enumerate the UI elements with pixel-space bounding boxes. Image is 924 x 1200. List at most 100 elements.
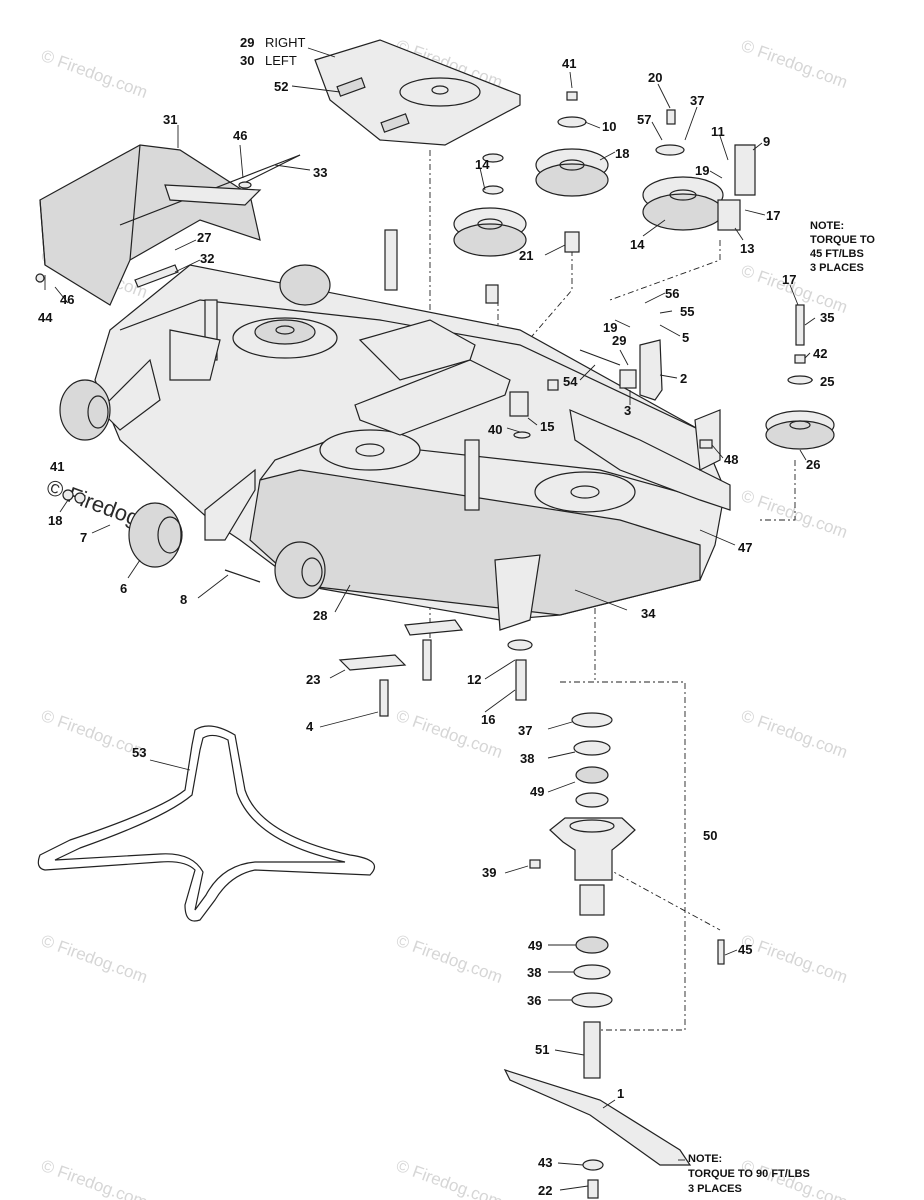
spindle-torque-note-line: 3 PLACES — [810, 262, 864, 274]
washer — [482, 153, 504, 163]
watermark: © Firedog.com — [394, 1156, 505, 1200]
watermark: © Firedog.com — [39, 1156, 150, 1200]
callout-20: 20 — [648, 70, 662, 85]
callout-26: 26 — [806, 457, 820, 472]
callout-23: 23 — [306, 672, 320, 687]
nut — [547, 379, 559, 391]
washer — [482, 185, 504, 195]
callout-6: 6 — [120, 581, 127, 596]
callout-28: 28 — [313, 608, 327, 623]
leader-lines — [44, 47, 816, 1191]
blade-torque-note-line: NOTE: — [688, 1153, 722, 1165]
washer — [557, 116, 587, 128]
height-adjust-post — [384, 229, 398, 291]
callout-41: 41 — [562, 56, 576, 71]
callout-17: 17 — [766, 208, 780, 223]
spindle-shaft — [583, 1021, 601, 1079]
front-caster-mount — [169, 329, 221, 381]
callout-14: 14 — [475, 157, 490, 172]
right-side-bracket — [569, 409, 731, 511]
bearing — [575, 936, 609, 954]
cover-knob — [380, 113, 410, 133]
bolt — [795, 304, 805, 346]
watermark: © Firedog.com — [739, 931, 850, 987]
anti-scalp-wheel-exploded — [128, 502, 182, 568]
bearing — [575, 766, 609, 784]
bushing — [509, 391, 529, 417]
washer — [513, 431, 531, 439]
bushing — [619, 369, 637, 389]
washer — [655, 144, 685, 156]
spindle-torque-note-line: 45 FT/LBS — [810, 248, 864, 260]
callout-54: 54 — [563, 374, 578, 389]
callout-37: 37 — [690, 93, 704, 108]
bolt — [666, 109, 676, 125]
callout-10: 10 — [602, 119, 616, 134]
callout-11: 11 — [711, 124, 725, 139]
callout-13: 13 — [740, 241, 754, 256]
deck-spindle-hole-right — [534, 471, 636, 513]
bearing-seal — [573, 964, 611, 980]
nut — [529, 859, 541, 869]
hardware — [35, 154, 813, 965]
bearing-cup — [575, 792, 609, 808]
nut — [35, 273, 45, 283]
callout-38: 38 — [527, 965, 541, 980]
callout-50: 50 — [703, 828, 717, 843]
front-anti-scalp-bracket — [494, 554, 541, 631]
deck-housing — [94, 229, 731, 631]
deck-belt — [37, 725, 375, 922]
callout-38: 38 — [520, 751, 534, 766]
chute-spring — [134, 264, 179, 288]
callout-9: 9 — [763, 134, 770, 149]
watermark: © Firedog.com — [739, 486, 850, 542]
callout-22: 22 — [538, 1183, 552, 1198]
callout-49: 49 — [528, 938, 542, 953]
callout-19: 19 — [695, 163, 709, 178]
mower-blade — [503, 1069, 692, 1166]
callout-29: 29 — [612, 333, 626, 348]
deck-spindle-hole-left — [319, 429, 421, 471]
blade-torque-note-line: 3 PLACES — [688, 1183, 742, 1195]
height-adjust-post — [464, 439, 480, 511]
callout-30: 30 — [240, 53, 254, 68]
idler-spring — [734, 144, 756, 196]
callout-41: 41 — [50, 459, 64, 474]
spacer — [485, 284, 499, 304]
washer — [238, 181, 252, 189]
callouts: 29 RIGHT 30 LEFT 52 31 46 33 27 32 46 44… — [38, 35, 875, 1198]
nut — [566, 91, 578, 101]
shim-plate — [338, 654, 407, 671]
callout-12: 12 — [467, 672, 481, 687]
belt-cover-right — [314, 39, 521, 146]
spacer — [564, 231, 580, 253]
callout-44: 44 — [38, 310, 53, 325]
spindle-assembly — [503, 712, 692, 1199]
bolt — [515, 659, 527, 701]
nut — [699, 439, 713, 449]
callout-55: 55 — [680, 304, 694, 319]
rear-caster-bracket — [99, 358, 161, 431]
callout-7: 7 — [80, 530, 87, 545]
discharge-chute-body — [39, 144, 261, 306]
wheels — [59, 264, 331, 599]
callout-52: 52 — [274, 79, 288, 94]
spindle-torque-note-line: NOTE: — [810, 220, 844, 232]
nut — [62, 489, 74, 501]
spindle-housing — [549, 817, 636, 881]
callout-1: 1 — [617, 1086, 624, 1101]
callout-8: 8 — [180, 592, 187, 607]
washer — [74, 492, 86, 504]
anti-scalp-wheel — [279, 264, 331, 306]
callout-46: 46 — [233, 128, 247, 143]
belt-cover — [314, 39, 521, 146]
anti-scalp-wheel — [274, 541, 326, 599]
callout-19: 19 — [603, 320, 617, 335]
callout-31: 31 — [163, 112, 177, 127]
idler-arm — [717, 199, 741, 231]
spindle-washer — [571, 992, 613, 1008]
nut — [794, 354, 806, 364]
callout-3: 3 — [624, 403, 631, 418]
callout-39: 39 — [482, 865, 496, 880]
